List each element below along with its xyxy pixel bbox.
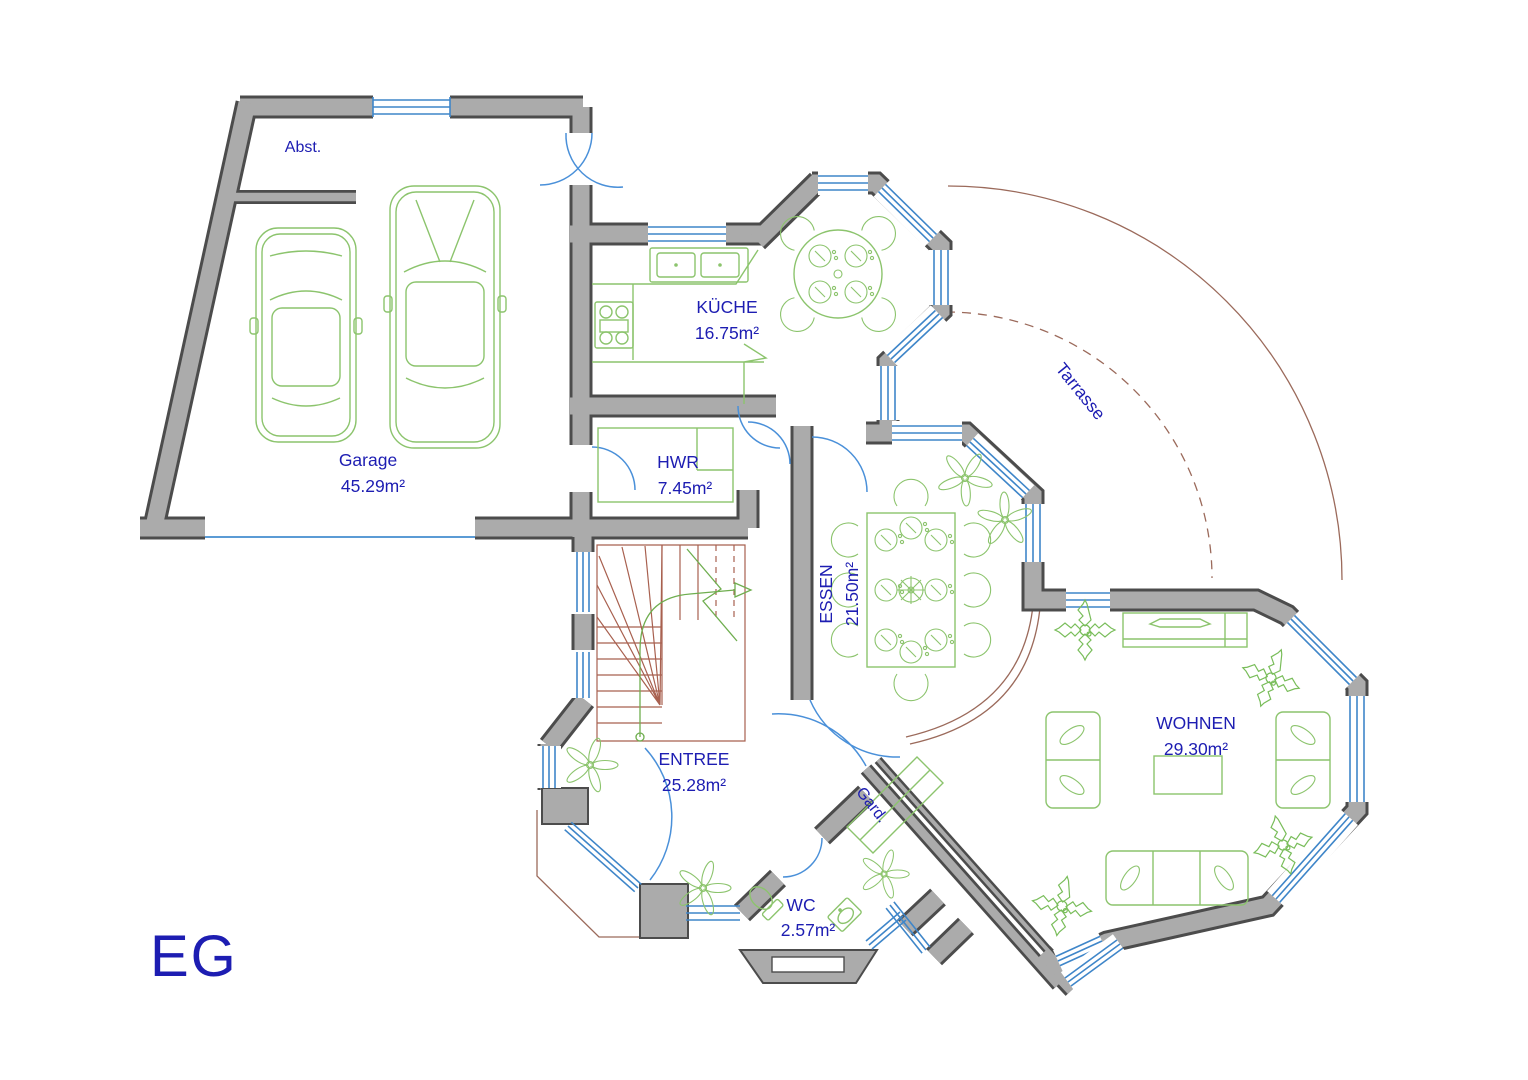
doors: [539, 132, 901, 881]
sofa-right: [1275, 711, 1331, 809]
plant: [860, 848, 910, 900]
room-area-kueche: 16.75m²: [695, 323, 759, 343]
furniture: [249, 185, 1331, 942]
table-wheel: [897, 576, 925, 604]
hwr-appliances: [597, 427, 734, 503]
room-area-garage: 45.29m²: [341, 476, 405, 496]
entree-corner-pillar: [541, 787, 589, 825]
walls-fill: [140, 103, 1357, 988]
room-label-entree: ENTREE: [659, 749, 730, 769]
staircase: [596, 544, 753, 742]
wc-sink: [827, 897, 862, 932]
wc-bottom-wall: [738, 949, 879, 984]
dining-table: [830, 478, 992, 702]
car-large: [383, 185, 507, 449]
room-area-wc: 2.57m²: [781, 920, 836, 940]
terrace-label: Tarrasse: [1052, 359, 1110, 424]
room-label-abst: Abst.: [285, 139, 321, 156]
room-area-hwr: 7.45m²: [658, 478, 713, 498]
room-area-entree: 25.28m²: [662, 775, 726, 795]
room-label-essen: ESSEN: [816, 564, 836, 623]
nook-table: [772, 208, 904, 340]
room-label-garage: Garage: [339, 450, 397, 470]
wardrobe: [846, 756, 944, 854]
coffee-table: [1153, 755, 1223, 795]
room-label-hwr: HWR: [657, 452, 699, 472]
windows: [205, 95, 1369, 992]
toilet: [749, 886, 784, 921]
terrace-arcs: [536, 185, 1343, 938]
kitchen-counter: [592, 247, 768, 404]
room-label-kueche: KÜCHE: [696, 297, 757, 317]
car-small: [249, 227, 363, 443]
plant: [1026, 870, 1098, 942]
sofa-bottom: [1105, 850, 1249, 906]
entree-south-pillar: [639, 883, 689, 939]
room-label-wohnen: WOHNEN: [1156, 713, 1236, 733]
plant: [1231, 638, 1311, 718]
floor-title: EG: [150, 924, 238, 989]
room-area-essen: 21.50m²: [842, 562, 862, 626]
room-area-wohnen: 29.30m²: [1164, 739, 1228, 759]
plant: [564, 736, 619, 794]
sofa-left: [1045, 711, 1101, 809]
tv-board: [1122, 612, 1248, 648]
room-label-wc: WC: [786, 895, 815, 915]
